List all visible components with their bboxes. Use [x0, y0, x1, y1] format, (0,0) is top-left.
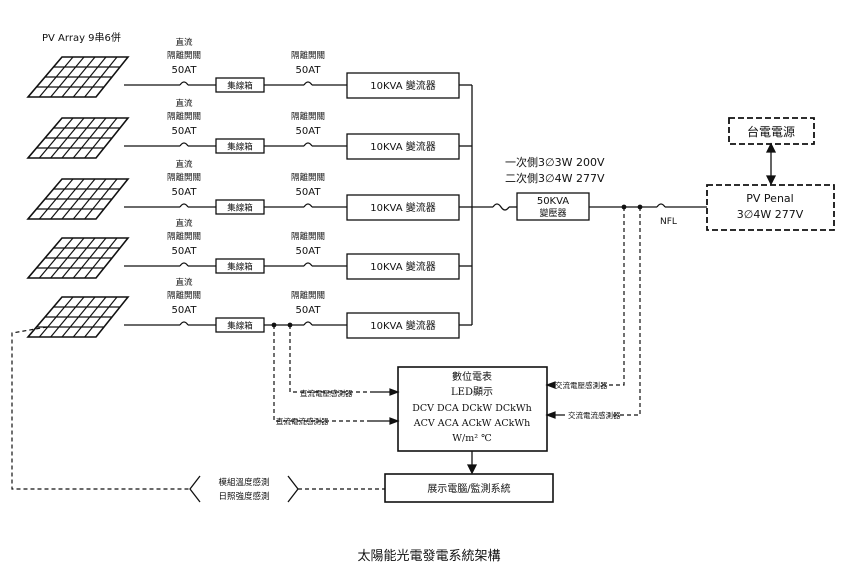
switch2-label: 隔離開關	[291, 111, 325, 122]
switch-label: 隔離開關	[167, 50, 201, 61]
dc-voltage-sensor-label: 直流電壓感測器	[300, 388, 353, 398]
inverter-label: 10KVA 變流器	[370, 201, 436, 214]
solar-panel-icon	[26, 296, 130, 338]
dc-label: 直流	[175, 159, 193, 170]
transformer: 一次側3∅3W 200V 二次側3∅4W 277V 50KVA 變壓器	[505, 155, 605, 221]
meter-row3: W/m² ℃	[452, 433, 492, 444]
inverter-box	[346, 194, 460, 221]
switch2-label: 隔離開關	[291, 50, 325, 61]
solar-panel-icon	[26, 237, 130, 279]
switch-rating: 50AT	[172, 305, 198, 316]
meter-title: 數位電表	[452, 370, 492, 383]
transformer-rating: 50KVA	[537, 196, 569, 207]
irradiance-sensor-label: 日照強度感測	[218, 491, 269, 502]
switch2-rating: 50AT	[296, 305, 322, 316]
utility-arrow	[765, 142, 777, 186]
inverter-label: 10KVA 變流器	[370, 140, 436, 153]
sensor-lines	[11, 207, 641, 490]
solar-panel-icon	[26, 117, 130, 159]
switch2-label: 隔離開關	[291, 290, 325, 301]
inverter-box	[346, 253, 460, 280]
switch-label: 隔離開關	[167, 231, 201, 242]
switch2-label: 隔離開關	[291, 172, 325, 183]
digital-meter: 數位電表 LED顯示 DCV DCA DCkW DCkWh ACV ACA AC…	[397, 366, 548, 452]
switch-label: 隔離開關	[167, 172, 201, 183]
switch-rating: 50AT	[172, 187, 198, 198]
dc-tap-dot	[271, 322, 277, 328]
switch-label: 隔離開關	[167, 290, 201, 301]
sensor-bracket	[189, 475, 299, 503]
pv-panel-line1: PV Penal	[746, 192, 793, 205]
utility-source: 台電電源	[728, 117, 815, 145]
transformer-secondary-label: 二次側3∅4W 277V	[505, 171, 605, 185]
ac-voltage-sensor-label: 交流電壓感測器	[555, 380, 608, 390]
junction-box-label: 集線箱	[227, 203, 253, 214]
meter-row1: DCV DCA DCkW DCkWh	[412, 403, 531, 414]
switch-label: 隔離開關	[167, 111, 201, 122]
solar-panel-icon	[26, 178, 130, 220]
inverter-box	[346, 72, 460, 99]
pv-panel-box: PV Penal 3∅4W 277V	[706, 184, 835, 231]
dc-tap-dot	[287, 322, 293, 328]
switch2-rating: 50AT	[296, 126, 322, 137]
display-system-label: 展示電腦/監測系統	[427, 482, 510, 495]
pv-panel-line2: 3∅4W 277V	[737, 208, 804, 221]
dc-label: 直流	[175, 277, 193, 288]
display-system: 展示電腦/監測系統	[384, 473, 554, 503]
dc-label: 直流	[175, 37, 193, 48]
ac-current-sensor-label: 交流電流感測器	[568, 410, 621, 420]
switch-rating: 50AT	[172, 126, 198, 137]
inverter-label: 10KVA 變流器	[370, 79, 436, 92]
dc-current-sensor-label: 直流電流感測器	[276, 416, 329, 426]
temperature-sensor-label: 模組溫度感測	[218, 477, 269, 488]
dc-label: 直流	[175, 218, 193, 229]
solar-panel-icon	[26, 56, 130, 98]
switch2-rating: 50AT	[296, 65, 322, 76]
switch2-rating: 50AT	[296, 187, 322, 198]
ac-bus	[471, 85, 707, 325]
junction-box-label: 集線箱	[227, 142, 253, 153]
inverter-box	[346, 312, 460, 339]
inverter-label: 10KVA 變流器	[370, 319, 436, 332]
junction-box-label: 集線箱	[227, 81, 253, 92]
junction-box-label: 集線箱	[227, 321, 253, 332]
solar-panels	[26, 56, 130, 338]
sensor-arrows	[370, 381, 565, 425]
transformer-primary-label: 一次側3∅3W 200V	[505, 155, 605, 169]
array-title: PV Array 9串6併	[42, 31, 121, 44]
switch2-rating: 50AT	[296, 246, 322, 257]
meter-row2: ACV ACA ACkW ACkWh	[413, 418, 530, 429]
switch-rating: 50AT	[172, 65, 198, 76]
utility-label: 台電電源	[747, 124, 795, 139]
switch-rating: 50AT	[172, 246, 198, 257]
inverter-label: 10KVA 變流器	[370, 260, 436, 273]
diagram-caption: 太陽能光電發電系統架構	[357, 549, 500, 564]
transformer-box	[516, 192, 590, 221]
junction-box-label: 集線箱	[227, 262, 253, 273]
nfl-label: NFL	[660, 217, 677, 227]
meter-subtitle: LED顯示	[451, 386, 493, 398]
meter-to-display-arrow	[466, 451, 478, 475]
transformer-name: 變壓器	[539, 207, 566, 219]
dc-label: 直流	[175, 98, 193, 109]
switch2-label: 隔離開關	[291, 231, 325, 242]
